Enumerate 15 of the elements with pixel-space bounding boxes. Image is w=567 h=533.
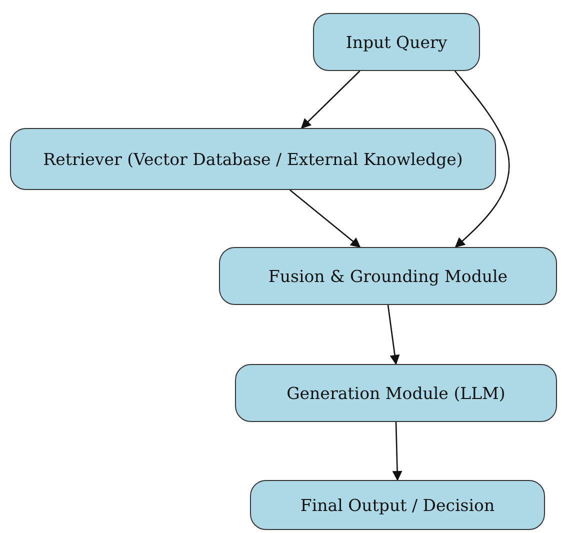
node-label: Fusion & Grounding Module <box>268 266 508 286</box>
node-label: Retriever (Vector Database / External Knowledge) <box>43 150 463 168</box>
process-box <box>219 247 557 305</box>
node-label: Final Output / Decision <box>300 496 495 514</box>
arrow <box>290 190 361 248</box>
arrow <box>387 304 400 365</box>
arrow <box>300 70 360 129</box>
process-box <box>10 128 496 190</box>
node-label: Input Query <box>346 32 448 52</box>
arrow <box>392 422 402 481</box>
node-label: Generation Module (LLM) <box>286 384 506 402</box>
process-box <box>235 364 557 422</box>
process-box <box>250 480 545 530</box>
process-box <box>313 13 480 71</box>
arrow <box>454 70 510 248</box>
